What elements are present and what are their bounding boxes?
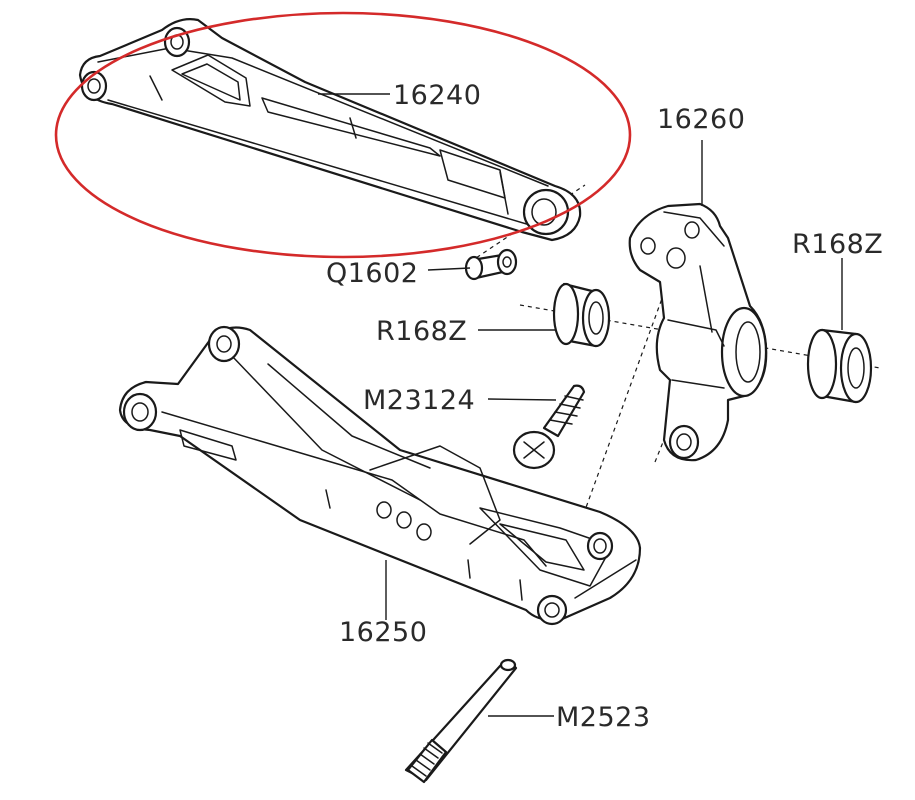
callout-r168z-right: R168Z (792, 229, 883, 260)
callout-q1602: Q1602 (326, 258, 418, 289)
upper-suspension-arm (78, 18, 582, 242)
lower-suspension-arm (118, 325, 642, 626)
callout-16250: 16250 (339, 617, 427, 648)
callout-m2523: M2523 (556, 702, 651, 733)
screw-part (512, 384, 586, 470)
hinge-pin-part (404, 658, 518, 784)
callout-m23124: M23124 (363, 385, 475, 416)
callout-r168z-left: R168Z (376, 316, 467, 347)
leader-lines (318, 93, 843, 717)
highlight-ellipse (54, 11, 632, 259)
callout-16260: 16260 (657, 104, 745, 135)
bushing-part (464, 248, 518, 281)
hub-carrier-part (628, 202, 768, 462)
bearing-left-part (552, 282, 611, 348)
callout-16240: 16240 (393, 80, 481, 111)
bearing-right-part (806, 328, 873, 404)
